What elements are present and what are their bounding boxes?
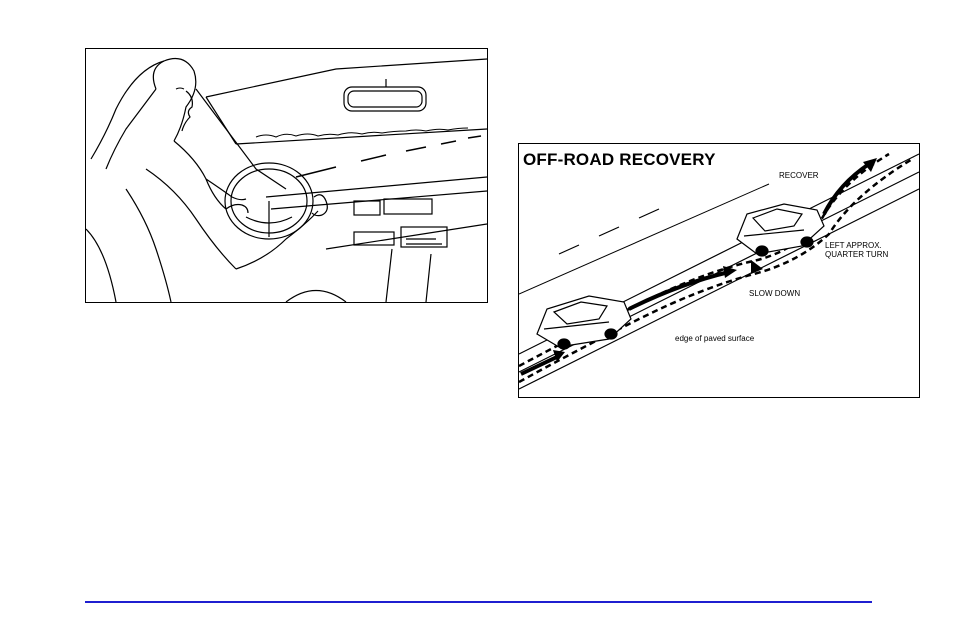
footer-rule — [85, 601, 872, 603]
diagram-title: OFF-ROAD RECOVERY — [523, 150, 716, 169]
label-edge-of-paved-surface: edge of paved surface — [675, 334, 755, 343]
label-quarter-turn: QUARTER TURN — [825, 250, 889, 259]
road-recovery-illustration-icon — [519, 152, 919, 390]
label-slow-down: SLOW DOWN — [749, 289, 801, 298]
off-road-recovery-diagram: OFF-ROAD RECOVERY RECOVER LEFT APPROX. Q… — [518, 143, 920, 398]
label-left-approx: LEFT APPROX. — [825, 241, 882, 250]
driver-illustration — [85, 48, 488, 303]
label-recover: RECOVER — [779, 171, 819, 180]
driver-at-wheel-icon — [86, 58, 487, 302]
